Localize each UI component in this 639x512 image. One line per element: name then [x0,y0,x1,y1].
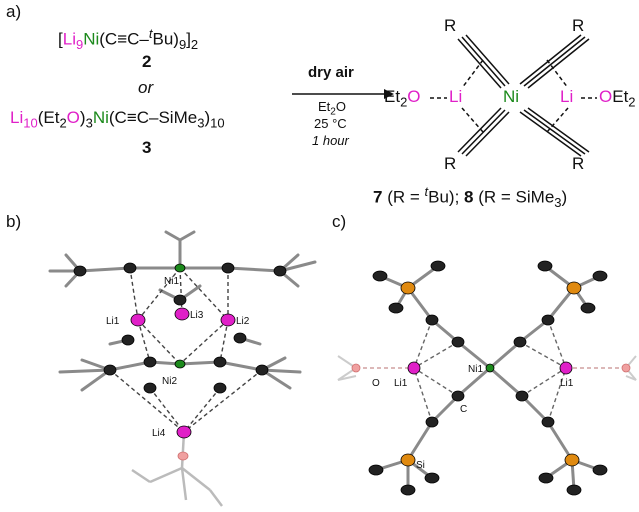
time-text: 1 hour [312,133,349,148]
label-si-c: Si [416,460,425,471]
product-structure-bonds [430,34,597,157]
crystal-structure-c: O Li1 Ni1 Li1 C Si [337,260,637,496]
label-ni1-c: Ni1 [468,364,483,375]
li-contacts [430,59,597,133]
compound-label-2: 2 [142,52,152,71]
alkynyl-top-left [457,34,510,89]
reagent-dry-air: dry air [308,64,354,81]
label-li3-b: Li3 [190,310,204,321]
product-ni: Ni [503,87,520,106]
alkynyl-top-right [519,34,590,89]
product-et2o-left: Et2O [384,87,421,110]
label-li2-b: Li2 [236,316,250,327]
label-c-c: C [460,404,467,415]
product-r-bottom-left: R [444,154,457,173]
or-text: or [138,78,154,97]
alkynyl-bottom-right [519,107,590,157]
label-ni2-b: Ni2 [162,376,177,387]
product-caption: 7 (R = tBu); 8 (R = SiMe3) [373,184,568,211]
compound-label-3: 3 [142,138,152,157]
reactant-2-formula: [Li9Ni(C≡C–tBu)9]2 [58,26,199,53]
panel-label-a: a) [6,2,22,21]
product-li-left: Li [449,87,463,106]
product-li-right: Li [560,87,574,106]
crystal-structure-b: Ni1 Li1 Li3 Li2 Ni2 Li4 [48,230,317,507]
product-r-top-left: R [444,16,457,35]
product-oet2-right: OEt2 [599,87,636,110]
label-li1-b: Li1 [106,316,120,327]
label-o-c: O [372,378,380,389]
product-r-bottom-right: R [572,154,585,173]
reactant-3-formula: Li10(Et2O)3Ni(C≡C–SiMe3)10 [10,108,225,131]
alkynyl-bottom-left [457,107,510,157]
product-r-top-right: R [572,16,585,35]
panel-label-b: b) [6,212,22,231]
label-li1-left-c: Li1 [394,378,408,389]
reaction-arrow [292,89,394,99]
panel-label-c: c) [332,212,347,231]
label-li4-b: Li4 [152,428,166,439]
solvent-text: Et2O [318,99,346,118]
label-li1-right-c: Li1 [560,378,574,389]
temperature-text: 25 °C [314,116,347,131]
label-ni1-b: Ni1 [164,276,179,287]
